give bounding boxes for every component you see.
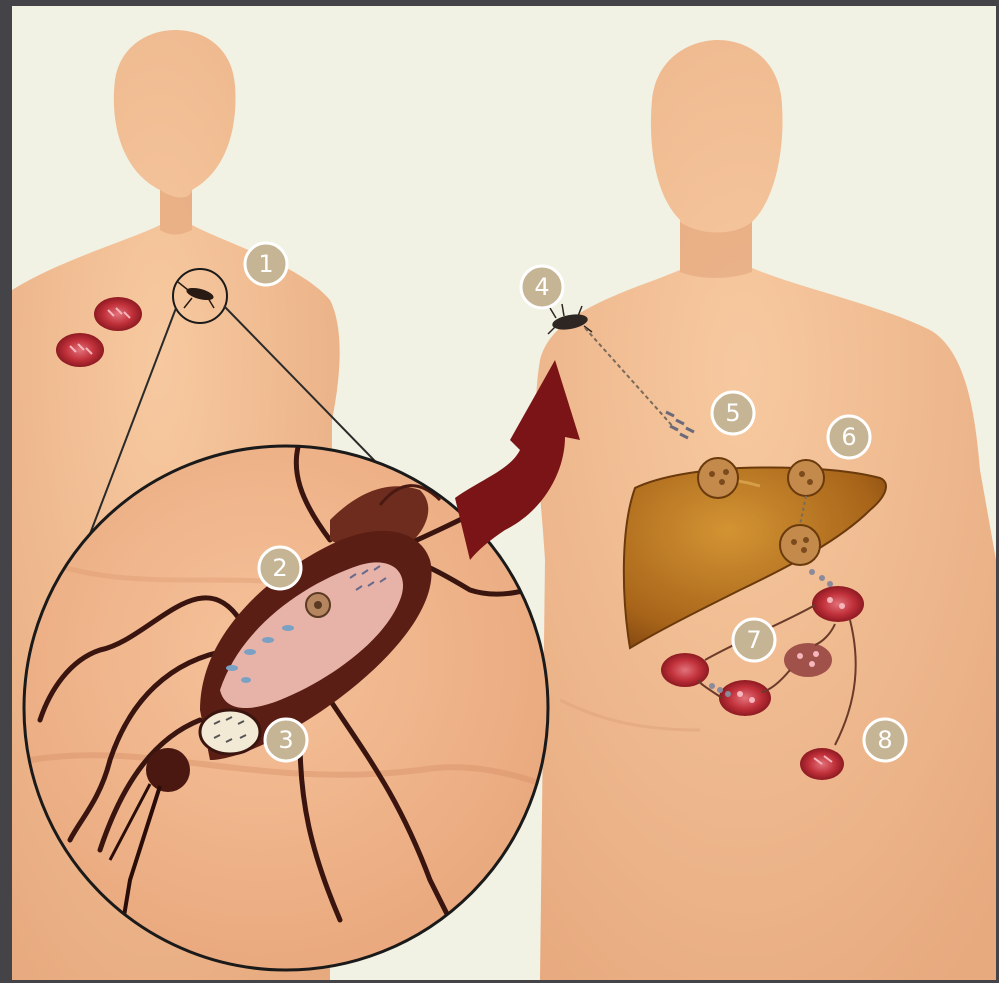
step-2-label: 2 — [272, 554, 287, 582]
step-6-marker: 6 — [828, 416, 870, 458]
red-blood-cell — [812, 586, 864, 622]
step-4-marker: 4 — [521, 266, 563, 308]
step-3-label: 3 — [278, 726, 293, 754]
red-blood-cell — [661, 653, 709, 687]
red-blood-cell — [784, 643, 832, 677]
step-8-label: 8 — [877, 726, 892, 754]
step-8-marker: 8 — [864, 719, 906, 761]
step-3-marker: 3 — [265, 719, 307, 761]
step-2-marker: 2 — [259, 547, 301, 589]
red-blood-cell — [94, 297, 142, 331]
salivary-gland — [200, 710, 260, 754]
step-6-label: 6 — [841, 423, 856, 451]
step-4-label: 4 — [534, 273, 549, 301]
step-7-marker: 7 — [733, 619, 775, 661]
step-5-label: 5 — [725, 399, 740, 427]
red-blood-cell — [56, 333, 104, 367]
step-1-marker: 1 — [245, 243, 287, 285]
red-blood-cell — [719, 680, 771, 716]
step-5-marker: 5 — [712, 392, 754, 434]
step-7-label: 7 — [746, 626, 761, 654]
step-1-label: 1 — [258, 250, 273, 278]
